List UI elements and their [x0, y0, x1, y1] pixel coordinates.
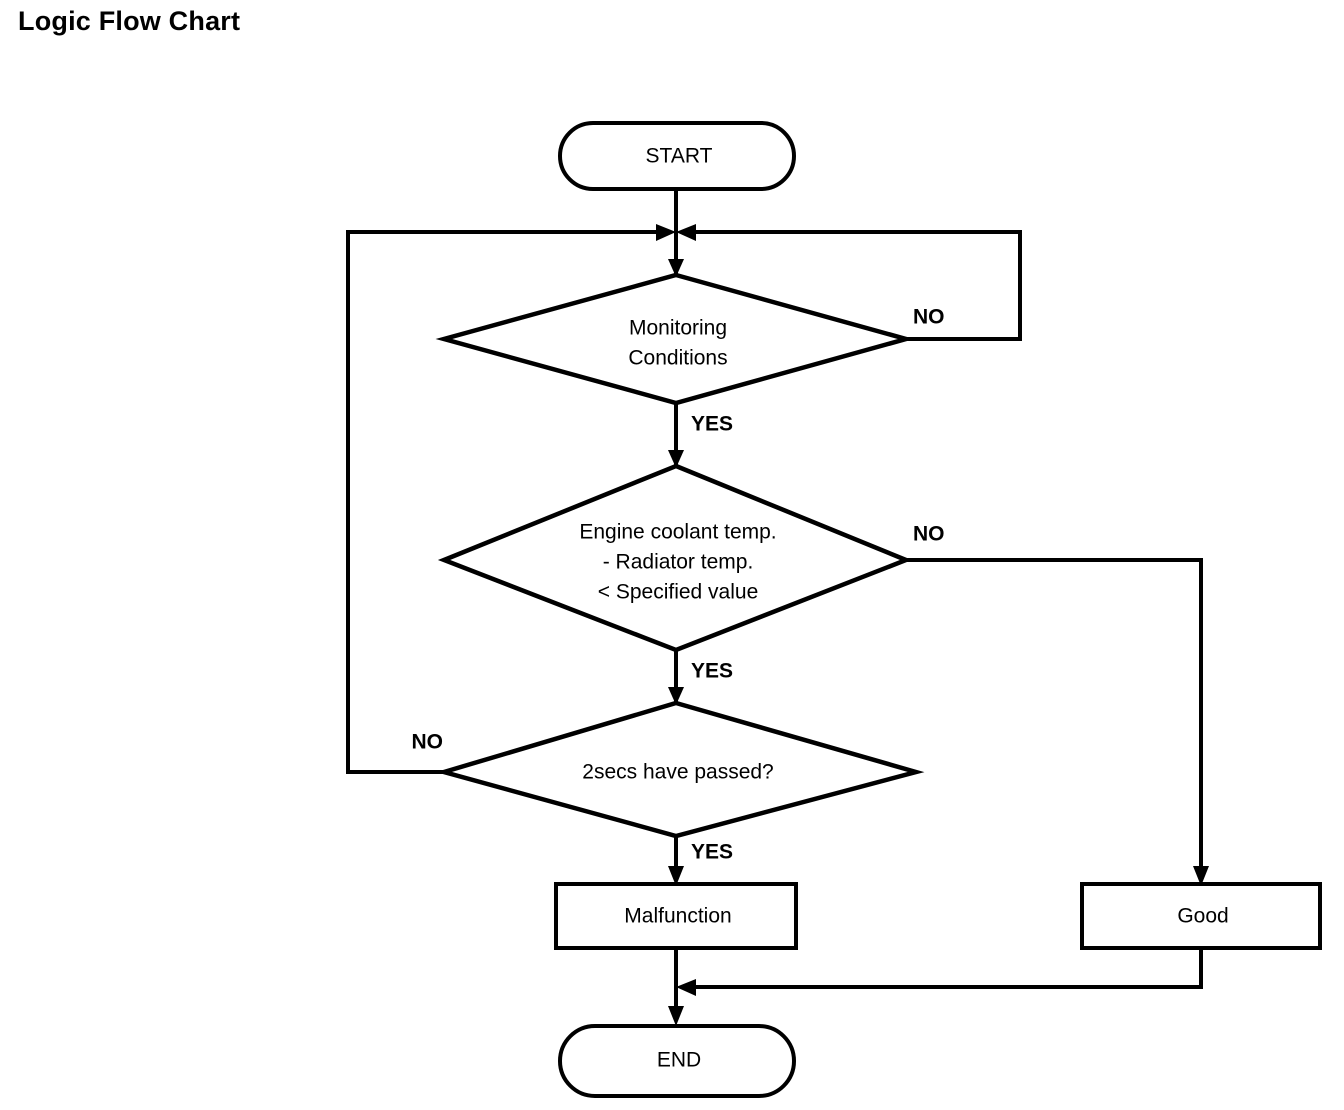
node-twosecs-label: 2secs have passed? [582, 761, 773, 784]
process-shape [1080, 882, 1322, 950]
branch-label-monitoring-yes: YES [691, 413, 733, 436]
node-end-label: END [657, 1049, 701, 1072]
node-monitoring-label-line-1: Monitoring [629, 317, 727, 340]
edge-coolant-no [906, 558, 1209, 886]
branch-label-twosecs-no: NO [412, 731, 444, 754]
arrow-head-down [668, 866, 684, 886]
edge-coolant-yes [668, 650, 684, 705]
node-coolant-label-line-3: < Specified value [598, 581, 759, 604]
node-monitoring-label-line-2: Conditions [628, 347, 727, 370]
edge-monitoring-no-feedback [676, 224, 1022, 341]
node-end[interactable]: END [558, 1024, 796, 1098]
branch-label-monitoring-no: NO [913, 306, 945, 329]
process-shape [554, 882, 798, 950]
decision-shape [435, 700, 925, 839]
arrow-head-down [668, 450, 684, 468]
arrow-head-down [668, 1006, 684, 1026]
arrow-head-down [1193, 866, 1209, 886]
node-coolant-temp-check[interactable]: Engine coolant temp. - Radiator temp. < … [437, 463, 913, 653]
page-title: Logic Flow Chart [18, 6, 241, 36]
arrow-head-down [668, 687, 684, 705]
node-good-label: Good [1177, 905, 1228, 928]
arrow-head-left [676, 979, 696, 996]
node-malfunction-label: Malfunction [624, 905, 731, 928]
edge-malfunction-to-end [668, 948, 684, 1026]
edge-line [906, 558, 1203, 878]
terminator-shape [558, 1024, 796, 1098]
node-coolant-label-line-2: - Radiator temp. [603, 551, 754, 574]
node-good[interactable]: Good [1080, 882, 1322, 950]
edge-start-to-monitoring [668, 188, 684, 277]
branch-label-twosecs-yes: YES [691, 841, 733, 864]
decision-shape [435, 272, 915, 406]
decision-shape [437, 463, 913, 653]
edge-line [690, 948, 1203, 989]
node-twosecs-check[interactable]: 2secs have passed? [435, 700, 925, 839]
branch-label-coolant-yes: YES [691, 660, 733, 683]
arrow-head-right [656, 224, 676, 241]
edge-good-to-end [676, 948, 1203, 996]
edge-line [346, 230, 664, 774]
node-monitoring-conditions[interactable]: Monitoring Conditions [435, 272, 915, 406]
arrow-head-down [668, 259, 684, 277]
edge-twosecs-yes [668, 836, 684, 886]
edge-twosecs-no-feedback [346, 224, 676, 774]
terminator-shape [558, 121, 796, 191]
node-malfunction[interactable]: Malfunction [554, 882, 798, 950]
edge-line [688, 230, 1022, 341]
arrow-head-left [676, 224, 696, 241]
node-coolant-label-line-1: Engine coolant temp. [579, 521, 776, 544]
edge-monitoring-yes [668, 403, 684, 468]
node-start-label: START [646, 145, 713, 168]
node-start[interactable]: START [558, 121, 796, 191]
branch-label-coolant-no: NO [913, 523, 945, 546]
